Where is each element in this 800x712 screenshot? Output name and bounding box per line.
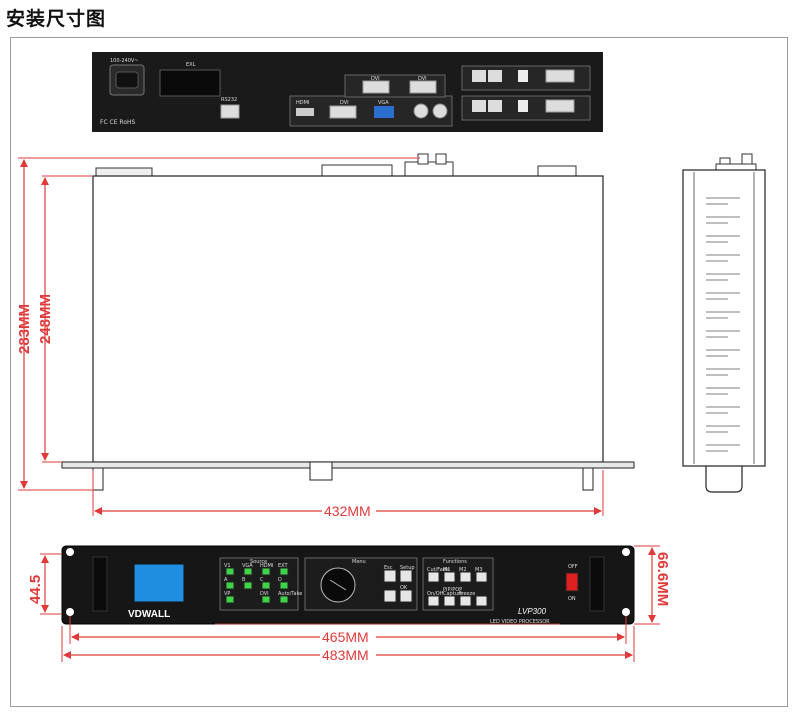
rj45-port-icon bbox=[472, 100, 486, 112]
menu-button-label: Setup bbox=[400, 565, 415, 571]
function-button-label: M2 bbox=[459, 567, 467, 573]
drawing-frame bbox=[10, 37, 788, 707]
rj45-port-icon bbox=[472, 70, 486, 82]
function-button[interactable] bbox=[427, 571, 440, 583]
menu-button-label: Esc bbox=[384, 565, 393, 571]
source-button-label: A bbox=[224, 577, 228, 583]
source-button-label: EXT bbox=[278, 563, 288, 569]
svg-text:LED VIDEO PROCESSOR: LED VIDEO PROCESSOR bbox=[490, 619, 550, 625]
rj45-port-icon bbox=[488, 70, 502, 82]
dim-66-6: 66.6MM bbox=[654, 552, 671, 606]
svg-text:PIP/POP: PIP/POP bbox=[443, 587, 462, 593]
bnc-port-icon bbox=[413, 103, 429, 119]
dim-283: 283MM bbox=[16, 304, 33, 354]
source-button-label: VGA bbox=[242, 563, 253, 569]
function-button[interactable] bbox=[475, 571, 488, 583]
svg-text:VGA: VGA bbox=[378, 100, 389, 106]
source-button-label: C bbox=[260, 577, 264, 583]
dvi-port-icon bbox=[329, 105, 357, 119]
function-button-label: Freeze bbox=[459, 591, 475, 597]
svg-text:OFF: OFF bbox=[568, 564, 578, 570]
chassis-top bbox=[92, 175, 604, 463]
vga-port-icon bbox=[374, 106, 394, 118]
usb-port-icon bbox=[518, 70, 528, 82]
function-button-label: Capture bbox=[443, 591, 463, 597]
function-button[interactable] bbox=[459, 595, 472, 607]
menu-button[interactable] bbox=[399, 589, 413, 603]
width-dimension-top: 432MM bbox=[92, 470, 604, 519]
dvi-port-icon bbox=[409, 80, 437, 94]
function-button-label: M1 bbox=[443, 567, 451, 573]
svg-text:DVI: DVI bbox=[418, 76, 427, 82]
source-button-label: Auto/Take bbox=[278, 591, 302, 597]
source-button[interactable] bbox=[225, 567, 235, 576]
top-view bbox=[61, 153, 635, 491]
hdmi-port-icon bbox=[296, 108, 314, 116]
power-label: 100-240V~ bbox=[110, 58, 139, 64]
source-button[interactable] bbox=[225, 595, 235, 604]
menu-button[interactable] bbox=[383, 569, 397, 583]
lcd-screen bbox=[133, 563, 185, 603]
dim-465: 465MM bbox=[322, 629, 369, 645]
front-dimensions: 44.5 66.6MM 465MM 483MM bbox=[27, 545, 671, 663]
dvi-port-icon bbox=[362, 80, 390, 94]
menu-button-label: OK bbox=[400, 585, 408, 591]
source-button-label: VP bbox=[224, 591, 230, 597]
model-label: LVP300 bbox=[518, 607, 547, 616]
svg-text:Menu: Menu bbox=[352, 559, 366, 565]
function-button-label: On/Off bbox=[427, 591, 444, 597]
rs232-label: RS232 bbox=[221, 97, 237, 103]
dvi-port-icon bbox=[545, 69, 575, 83]
source-button[interactable] bbox=[279, 595, 289, 604]
source-button-label: DVI bbox=[260, 591, 269, 597]
cert-marks: FC CE RoHS bbox=[100, 119, 136, 126]
usb-port-icon bbox=[518, 100, 528, 112]
menu-button[interactable] bbox=[383, 589, 397, 603]
source-button-label: D bbox=[278, 577, 282, 583]
front-panel: VDWALL Source V1 VGA HDMI EXT A B C D VP DVI Auto/… bbox=[61, 545, 635, 625]
source-button[interactable] bbox=[243, 567, 253, 576]
function-button[interactable] bbox=[443, 595, 456, 607]
dim-248: 248MM bbox=[37, 294, 54, 344]
menu-button[interactable] bbox=[399, 569, 413, 583]
source-button[interactable] bbox=[279, 567, 289, 576]
function-button-label: Cut/Fade bbox=[427, 567, 449, 573]
exl-label: EXL bbox=[186, 62, 196, 68]
function-button-label: M3 bbox=[475, 567, 483, 573]
dvi-port-icon bbox=[545, 99, 575, 113]
source-button[interactable] bbox=[261, 595, 271, 604]
source-button[interactable] bbox=[243, 581, 253, 590]
input-hdmi-label: HDMI bbox=[296, 100, 309, 106]
exl-window bbox=[159, 69, 221, 97]
brand-logo: VDWALL bbox=[128, 609, 170, 620]
dim-44-5: 44.5 bbox=[27, 575, 44, 604]
power-switch[interactable] bbox=[565, 572, 579, 592]
dim-432: 432MM bbox=[324, 503, 371, 519]
svg-text:ON: ON bbox=[568, 596, 576, 602]
source-button[interactable] bbox=[261, 567, 271, 576]
source-button-label: V1 bbox=[224, 563, 231, 569]
source-button-label: B bbox=[242, 577, 246, 583]
svg-text:Source: Source bbox=[250, 559, 267, 565]
svg-text:Functions: Functions bbox=[443, 559, 467, 565]
svg-text:DVI: DVI bbox=[371, 76, 380, 82]
bnc-port-icon bbox=[432, 103, 448, 119]
dim-483: 483MM bbox=[322, 647, 369, 663]
rj45-port-icon bbox=[488, 100, 502, 112]
rear-panel: 100-240V~ EXL RS232 FC CE RoHS HDMI DVI … bbox=[92, 52, 603, 132]
source-button[interactable] bbox=[225, 581, 235, 590]
rs232-port-icon bbox=[220, 104, 240, 119]
side-view bbox=[682, 153, 766, 493]
svg-text:DVI: DVI bbox=[340, 100, 349, 106]
function-button[interactable] bbox=[427, 595, 440, 607]
page-title: 安装尺寸图 bbox=[6, 8, 107, 30]
function-button[interactable] bbox=[475, 595, 488, 607]
source-button[interactable] bbox=[279, 581, 289, 590]
side-dimensions: 283MM 248MM bbox=[16, 157, 420, 491]
function-button[interactable] bbox=[443, 571, 456, 583]
source-button[interactable] bbox=[261, 581, 271, 590]
function-button[interactable] bbox=[459, 571, 472, 583]
source-button-label: HDMI bbox=[260, 563, 273, 569]
